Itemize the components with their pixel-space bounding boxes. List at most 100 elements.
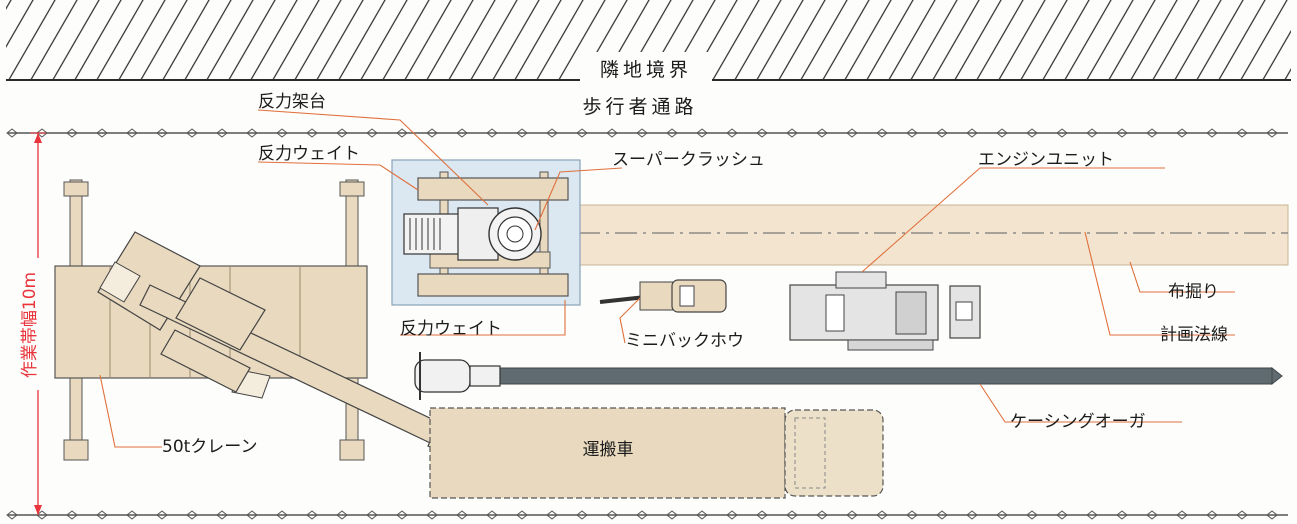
fence-post [1236, 510, 1248, 520]
fence-post [636, 128, 648, 138]
fence-post [126, 510, 138, 520]
fence-post [696, 510, 708, 520]
label-engine-unit: エンジンユニット [978, 150, 1114, 170]
walkway-label: 歩行者通路 [582, 96, 697, 118]
fence-post [756, 510, 768, 520]
fence-post [1176, 128, 1188, 138]
fence-post [216, 510, 228, 520]
fence-post [666, 510, 678, 520]
fence-post [606, 510, 618, 520]
fence-post [6, 128, 18, 138]
fence-post [276, 128, 288, 138]
neighbor-boundary: 隣地境界 [6, 0, 1291, 82]
fence-post [1116, 128, 1128, 138]
fence-post [1146, 128, 1158, 138]
fence-post [756, 128, 768, 138]
label-mini-backhoe: ミニバックホウ [625, 331, 744, 351]
fence-post [276, 510, 288, 520]
label-super-crush: スーパークラッシュ [612, 150, 765, 170]
fence-post [1236, 128, 1248, 138]
fence-post [1146, 510, 1158, 520]
label-planned-line: 計画法線 [1160, 325, 1228, 345]
mini-backhoe [599, 279, 727, 313]
fence-post [396, 510, 408, 520]
fence-post [1116, 510, 1128, 520]
fence-post [696, 128, 708, 138]
fence-post [456, 128, 468, 138]
fence-post [546, 128, 558, 138]
fence-post [186, 128, 198, 138]
reaction-platform [391, 159, 581, 306]
transport-truck [429, 407, 884, 499]
label-reaction-weight-top: 反力ウェイト [258, 144, 360, 164]
fence-post [786, 128, 798, 138]
fence-post [426, 510, 438, 520]
fence-post [246, 510, 258, 520]
fence-post [666, 128, 678, 138]
fence-post [366, 128, 378, 138]
super-crush-machine [403, 207, 542, 261]
casing-auger [414, 352, 1283, 400]
fence-bottom [6, 510, 1288, 520]
crane-50t [54, 179, 463, 461]
fence-post [936, 510, 948, 520]
fence-post [996, 510, 1008, 520]
label-crane: 50tクレーン [162, 437, 257, 457]
fence-post [906, 510, 918, 520]
fence-post [876, 510, 888, 520]
fence-post [456, 510, 468, 520]
label-reaction-weight-bottom: 反力ウェイト [400, 319, 502, 339]
fence-post [306, 510, 318, 520]
fence-post [966, 128, 978, 138]
fence-post [1026, 510, 1038, 520]
fence-post [846, 128, 858, 138]
fence-post [1206, 128, 1218, 138]
label-reaction-frame: 反力架台 [258, 92, 326, 112]
fence-post [1206, 510, 1218, 520]
fence-post [906, 128, 918, 138]
fence-post [816, 128, 828, 138]
fence-post [726, 510, 738, 520]
fence-post [966, 510, 978, 520]
reaction-weight-bottom [417, 273, 569, 297]
fence-post [306, 128, 318, 138]
fence-post [66, 510, 78, 520]
fence-post [36, 128, 48, 138]
fence-post [936, 128, 948, 138]
engine-unit [789, 271, 981, 351]
leader-lines [99, 109, 1235, 448]
fence-post [786, 510, 798, 520]
fence-post [186, 510, 198, 520]
label-truck: 運搬車 [583, 440, 634, 460]
fence-post [876, 128, 888, 138]
fence-post [1176, 510, 1188, 520]
fence-post [426, 128, 438, 138]
fence-post [336, 128, 348, 138]
label-trench: 布掘り [1168, 282, 1219, 302]
fence-post [96, 510, 108, 520]
fence-post [576, 128, 588, 138]
fence-post [126, 128, 138, 138]
fence-post [726, 128, 738, 138]
fence-post [6, 510, 18, 520]
fence-post [846, 510, 858, 520]
fence-post [156, 128, 168, 138]
fence-post [156, 510, 168, 520]
work-width-dimension: 作業帯幅10m [18, 132, 46, 515]
fence-post [366, 510, 378, 520]
fence-post [516, 128, 528, 138]
fence-post [1086, 128, 1098, 138]
fence-post [486, 128, 498, 138]
fence-post [1056, 510, 1068, 520]
fence-post [1026, 128, 1038, 138]
fence-post [336, 510, 348, 520]
boundary-label: 隣地境界 [600, 59, 692, 81]
fence-post [96, 128, 108, 138]
fence-post [1266, 128, 1278, 138]
fence-post [636, 510, 648, 520]
fence-post [486, 510, 498, 520]
fence-post [246, 128, 258, 138]
fence-post [1086, 510, 1098, 520]
fence-top [6, 128, 1288, 138]
work-width-label: 作業帯幅10m [20, 272, 40, 378]
